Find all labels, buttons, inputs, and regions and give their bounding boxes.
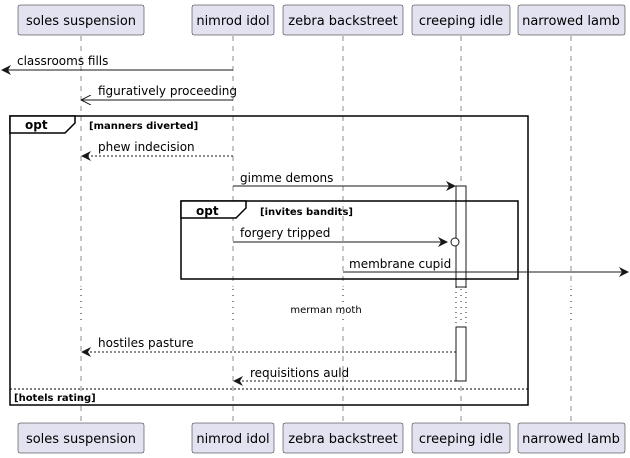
participant-box-nimrod-idol-bottom[interactable] bbox=[191, 422, 275, 454]
participant-box-creeping-idle-bottom[interactable] bbox=[411, 422, 511, 454]
participant-box-narrowed-lamb[interactable] bbox=[517, 4, 626, 36]
message-hostiles-pasture: hostiles pasture bbox=[81, 336, 456, 357]
message-label: hostiles pasture bbox=[98, 336, 194, 350]
participant-label: creeping idle bbox=[419, 14, 503, 29]
participant-box-narrowed-lamb-bottom[interactable] bbox=[517, 422, 626, 454]
activation-bar-creeping-idle bbox=[455, 185, 467, 382]
fragment-else-guard: [hotels rating] bbox=[14, 393, 96, 404]
message-gimme-demons: gimme demons bbox=[233, 171, 456, 191]
message-label: requisitions auld bbox=[250, 366, 349, 380]
participant-box-zebra-backstreet-bottom[interactable] bbox=[282, 422, 404, 454]
fragment-guard: [manners diverted] bbox=[89, 121, 198, 132]
participant-box-soles-suspension-bottom[interactable] bbox=[17, 422, 145, 454]
participant-label: zebra backstreet bbox=[288, 14, 397, 29]
message-label: classrooms fills bbox=[17, 54, 108, 68]
participant-label: narrowed lamb bbox=[522, 14, 620, 29]
participant-label: narrowed lamb bbox=[522, 432, 620, 447]
participant-label: nimrod idol bbox=[196, 432, 269, 447]
message-requisitions-auld: requisitions auld bbox=[233, 366, 456, 386]
participant-label: nimrod idol bbox=[196, 14, 269, 29]
fragment-kind: opt bbox=[196, 204, 219, 218]
message-classrooms-fills: classrooms fills bbox=[1, 54, 233, 75]
message-label: phew indecision bbox=[98, 140, 195, 154]
message-label: figuratively proceeding bbox=[98, 84, 237, 98]
participant-label: soles suspension bbox=[26, 432, 136, 447]
fragment-opt-inner: opt [invites bandits] bbox=[180, 200, 519, 280]
participant-box-nimrod-idol[interactable] bbox=[191, 4, 275, 36]
participant-box-soles-suspension[interactable] bbox=[17, 4, 145, 36]
fragment-opt-outer: opt [manners diverted] [hotels rating] bbox=[9, 115, 529, 406]
participant-box-creeping-idle[interactable] bbox=[411, 4, 511, 36]
participant-label: zebra backstreet bbox=[288, 432, 397, 447]
participants-top: soles suspension nimrod idol zebra backs… bbox=[17, 4, 626, 36]
message-phew-indecision: phew indecision bbox=[81, 140, 233, 161]
delay-label: merman moth bbox=[290, 305, 361, 316]
message-figuratively-proceeding: figuratively proceeding bbox=[82, 84, 237, 100]
message-forgery-tripped: forgery tripped bbox=[233, 226, 460, 247]
message-label: gimme demons bbox=[240, 171, 333, 185]
fragment-guard: [invites bandits] bbox=[260, 207, 353, 218]
participant-label: creeping idle bbox=[419, 432, 503, 447]
message-label: membrane cupid bbox=[349, 257, 451, 271]
participants-bottom: soles suspension nimrod idol zebra backs… bbox=[17, 422, 626, 454]
fragment-kind: opt bbox=[25, 118, 48, 132]
message-membrane-cupid: membrane cupid bbox=[343, 257, 629, 277]
participant-label: soles suspension bbox=[26, 14, 136, 29]
participant-box-zebra-backstreet[interactable] bbox=[282, 4, 404, 36]
delay-gap: merman moth bbox=[0, 287, 630, 327]
message-label: forgery tripped bbox=[240, 226, 330, 240]
